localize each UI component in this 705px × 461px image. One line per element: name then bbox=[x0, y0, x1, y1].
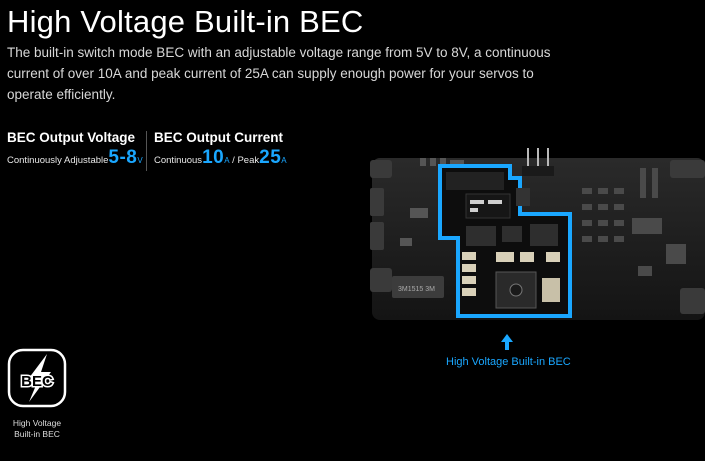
spec-current-peak-value: 25 bbox=[259, 147, 282, 168]
spec-voltage-prefix: Continuously Adjustable bbox=[7, 155, 109, 166]
arrow-up-icon bbox=[501, 334, 513, 350]
chip-label: 3M1515 3M bbox=[398, 286, 435, 293]
spec-current-label: BEC Output Current bbox=[154, 130, 283, 145]
badge-caption-line2: Built-in BEC bbox=[14, 429, 60, 439]
bec-badge-label: BEC bbox=[21, 373, 53, 390]
spec-output-voltage: BEC Output Voltage Continuously Adjustab… bbox=[7, 130, 143, 169]
spec-current-continuous-value: 10 bbox=[202, 147, 225, 168]
spec-divider bbox=[146, 131, 147, 171]
bec-badge: BEC bbox=[7, 348, 67, 408]
circuit-board-graphic: 3M1515 3M bbox=[370, 148, 705, 320]
circuit-board-image: 3M1515 3M bbox=[370, 148, 705, 328]
spec-voltage-unit: V bbox=[137, 156, 143, 165]
spec-current-peak-unit: A bbox=[281, 156, 287, 165]
spec-output-current: BEC Output Current Continuous10A / Peak2… bbox=[154, 130, 287, 169]
badge-caption: High Voltage Built-in BEC bbox=[0, 418, 74, 440]
spec-voltage-row: Continuously Adjustable5-8V bbox=[7, 147, 143, 169]
board-caption: High Voltage Built-in BEC bbox=[446, 356, 571, 368]
spec-current-continuous-unit: A bbox=[224, 156, 230, 165]
spec-current-continuous-prefix: Continuous bbox=[154, 155, 203, 166]
spec-voltage-value: 5-8 bbox=[108, 147, 138, 168]
spec-current-row: Continuous10A / Peak25A bbox=[154, 147, 287, 169]
bec-lightning-icon: BEC bbox=[7, 348, 67, 408]
badge-caption-line1: High Voltage bbox=[12, 418, 62, 428]
spec-voltage-label: BEC Output Voltage bbox=[7, 130, 135, 145]
description-text: The built-in switch mode BEC with an adj… bbox=[7, 45, 551, 102]
page-title: High Voltage Built-in BEC bbox=[7, 4, 364, 39]
spec-current-peak-prefix: / Peak bbox=[229, 155, 260, 166]
